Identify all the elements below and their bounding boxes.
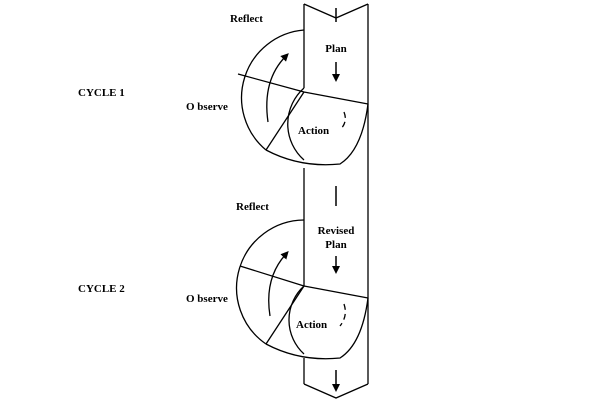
cycle-2-plan-label-line-1: Revised	[318, 225, 355, 237]
flow-band	[303, 3, 369, 399]
cycle-1-label: CYCLE 1	[78, 87, 125, 99]
cycle-1-divider-observe	[237, 73, 305, 93]
cycle-2-action-label: Action	[296, 319, 327, 331]
cycle-2-reflect-label: Reflect	[236, 201, 269, 213]
cycle-1-lower-arc	[265, 103, 369, 166]
band-bottom-arrowhead	[303, 383, 369, 399]
cycle-2-curved-arrow	[268, 251, 289, 317]
cycle-2-divider-action	[265, 285, 305, 345]
cycle-1-divider-plan	[303, 91, 369, 105]
cycle-1-divider-action	[265, 91, 305, 151]
cycle-1-inner-arc	[287, 87, 305, 161]
cycle-1-action-label: Action	[298, 125, 329, 137]
cycle-1-curved-arrow	[266, 53, 289, 123]
cycle-2-spiral	[235, 219, 369, 360]
cycle-1-action-dash	[339, 111, 346, 131]
cycle-1-observe-label: O bserve	[186, 101, 228, 113]
cycle-2-divider-plan	[303, 285, 369, 299]
cycle-1-outer-arc	[240, 29, 305, 151]
cycle-2-plan-label-line-2: Plan	[325, 239, 346, 251]
cycle-1-reflect-label: Reflect	[230, 13, 263, 25]
cycle-2-outer-arc	[235, 219, 305, 345]
cycle-2-observe-label: O bserve	[186, 293, 228, 305]
cycle-2-inner-arc	[288, 285, 305, 355]
cycle-2-label: CYCLE 2	[78, 283, 125, 295]
cycle-2-lower-arc	[265, 297, 369, 360]
cycle-2-action-dash	[339, 303, 346, 327]
cycle-1-plan-label: Plan	[325, 43, 346, 55]
cycle-1-spiral	[237, 29, 369, 166]
